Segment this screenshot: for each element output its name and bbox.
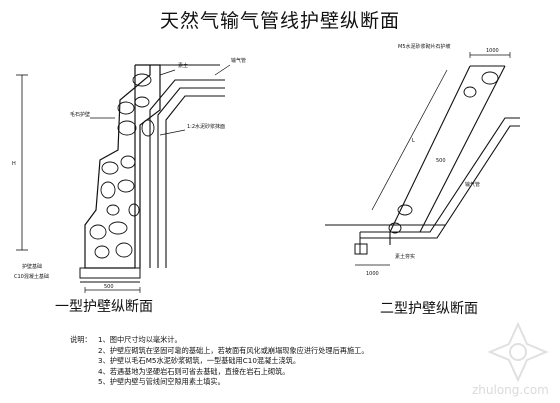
watermark-text: zhulong.com: [472, 383, 549, 397]
label-diag-dim: L: [412, 138, 415, 144]
bottom-dimension: [84, 287, 141, 293]
gas-pipe-right: [360, 117, 520, 239]
type2-section-diagram: M5水泥砂浆砌片石护坡 1000 L 500 输气管 素土夯实 1000: [325, 43, 520, 277]
notes-row-4: 4、若遇基地为坚硬岩石则可省去基础，直接在岩石上砌筑。: [70, 367, 369, 378]
masonry-wall: [84, 64, 161, 269]
note-item-2: 2、护壁应砌筑在坚固可靠的基础上，若坡面有风化或崩塌现象应进行处理后再施工。: [98, 345, 369, 355]
label-bottom-dim: 1000: [366, 271, 379, 277]
label-fill-right: 素土夯实: [395, 253, 415, 260]
height-dimension: [16, 74, 28, 251]
notes-row-3: 3、护壁以毛石M5水泥砂浆砌筑，一型基础用C10混凝土浇筑。: [70, 356, 369, 367]
label-top-dim: 1000: [486, 48, 499, 54]
stones-right: [388, 71, 499, 234]
watermark-logo-icon: [487, 321, 549, 383]
notes-block: 说明： 1、图中尺寸均以毫米计。 2、护壁应砌筑在坚固可靠的基础上，若坡面有风化或…: [70, 335, 369, 388]
label-pipe-left: 输气管: [231, 57, 246, 64]
watermark: zhulong.com: [472, 321, 549, 397]
label-masonry: 毛石护壁: [70, 111, 90, 118]
label-foundation: C10混凝土基础: [14, 273, 49, 280]
label-top-note: M5水泥砂浆砌片石护坡: [398, 43, 451, 50]
note-item-3: 3、护壁以毛石M5水泥砂浆砌筑，一型基础用C10混凝土浇筑。: [98, 356, 301, 366]
notes-row-2: 2、护壁应砌筑在坚固可靠的基础上，若坡面有风化或崩塌现象应进行处理后再施工。: [70, 346, 369, 357]
note-item-4: 4、若遇基地为坚硬岩石则可省去基础，直接在岩石上砌筑。: [98, 366, 290, 376]
label-mortar-note: 1:2水泥砂浆抹面: [187, 123, 225, 130]
drawing-title: 天然气输气管线护壁纵断面: [159, 10, 400, 32]
label-height: H: [12, 161, 16, 167]
notes-heading: 说明：: [70, 335, 92, 344]
label-slope-dim: 500: [436, 158, 446, 164]
label-base: 护壁基础: [22, 263, 42, 270]
masonry-stones: [89, 73, 155, 259]
base-right: [354, 232, 368, 255]
gas-pipe-left: [149, 79, 225, 268]
slope-wall-right: [389, 65, 506, 245]
label-pipe-right: 输气管: [465, 181, 480, 188]
notes-row-5: 5、护壁内壁与管线间空隙用素土填实。: [70, 377, 369, 388]
foundation-base: [79, 267, 141, 283]
label-dim-bottom: 500: [104, 284, 114, 290]
note-item-1: 1、图中尺寸均以毫米计。: [98, 335, 182, 344]
dimensions-right: [355, 52, 511, 266]
caption-type1: 一型护壁纵断面: [55, 299, 153, 315]
label-fill: 素土: [178, 62, 188, 69]
leader-lines-left: [90, 64, 231, 136]
caption-type2: 二型护壁纵断面: [380, 301, 478, 317]
notes-row-1: 说明： 1、图中尺寸均以毫米计。: [70, 335, 369, 346]
note-item-5: 5、护壁内壁与管线间空隙用素土填实。: [98, 377, 225, 387]
